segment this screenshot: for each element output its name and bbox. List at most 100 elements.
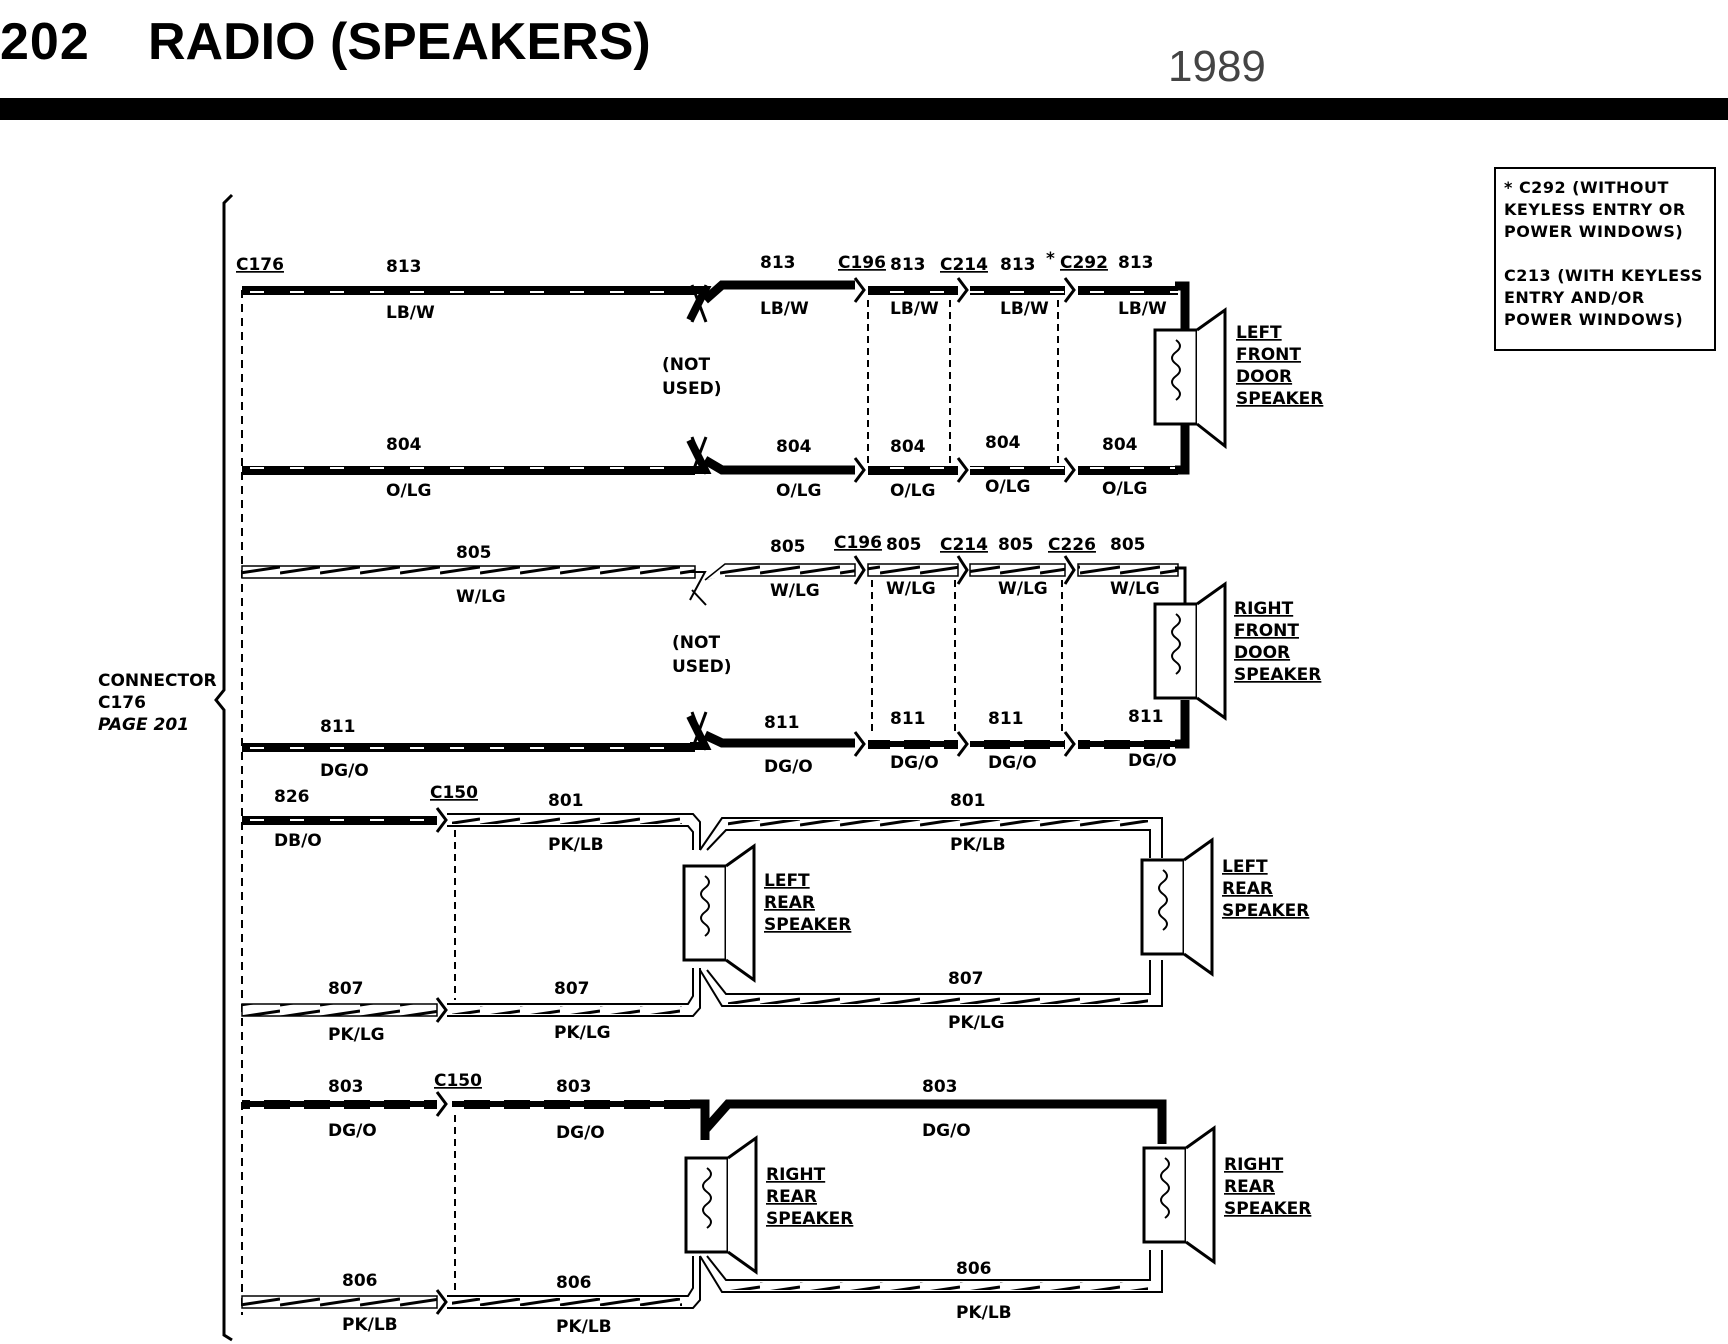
wire-lbw-label: LB/W — [760, 299, 809, 319]
wire-811-label: 811 — [764, 713, 800, 733]
c292-label: C292 — [1060, 253, 1108, 273]
wire-pklb-label: PK/LB — [342, 1315, 398, 1335]
c176-label: C176 — [236, 255, 284, 275]
wire-dgo-label: DG/O — [988, 753, 1037, 773]
wire-803-label: 803 — [556, 1077, 592, 1097]
speaker-label: SPEAKER — [1236, 389, 1323, 409]
right-rear-speaker-2-icon — [1142, 1125, 1216, 1265]
wire-dgo-label: DG/O — [922, 1121, 971, 1141]
wire-807-label: 807 — [328, 979, 364, 999]
page-number: 202 — [0, 13, 90, 71]
wire-pklg-label: PK/LG — [554, 1023, 611, 1043]
wire-801-label: 801 — [548, 791, 584, 811]
speaker-label: RIGHT — [766, 1165, 826, 1185]
wire-806-label: 806 — [956, 1259, 992, 1279]
wire-805-label: 805 — [886, 535, 922, 555]
wire-811-label: 811 — [890, 709, 926, 729]
speaker-label: SPEAKER — [1222, 901, 1309, 921]
wire-804-label: 804 — [776, 437, 812, 457]
wire-dgo-label: DG/O — [890, 753, 939, 773]
wire-803-label: 803 — [922, 1077, 958, 1097]
wire-805-label: 805 — [1110, 535, 1146, 555]
connector-bracket — [214, 193, 234, 1342]
speaker-label: REAR — [764, 893, 815, 913]
wire-804-label: 804 — [386, 435, 422, 455]
wire-813-label: 813 — [890, 255, 926, 275]
wire-olg-label: O/LG — [890, 481, 935, 501]
header-rule — [0, 98, 1728, 120]
speaker-label: SPEAKER — [1224, 1199, 1311, 1219]
speaker-label: REAR — [766, 1187, 817, 1207]
speaker-label: DOOR — [1236, 367, 1292, 387]
wire-805-label: 805 — [998, 535, 1034, 555]
wire-lbw-label: LB/W — [1000, 299, 1049, 319]
wire-806-label: 806 — [342, 1271, 378, 1291]
wire-806-label: 806 — [556, 1273, 592, 1293]
c292-star: * — [1046, 249, 1055, 269]
c214-label: C214 — [940, 255, 988, 275]
wire-pklb-label: PK/LB — [956, 1303, 1012, 1323]
wire-pklb-label: PK/LB — [548, 835, 604, 855]
speaker-label: LEFT — [1222, 857, 1268, 877]
wire-813-label: 813 — [760, 253, 796, 273]
c150-label: C150 — [430, 783, 478, 803]
left-rear-speaker-2-icon — [1140, 837, 1214, 977]
wire-pklb-label: PK/LB — [556, 1317, 612, 1337]
not-used-label: USED) — [672, 657, 732, 677]
c196-label: C196 — [838, 253, 886, 273]
wire-wlg-label: W/LG — [456, 587, 506, 607]
wire-olg-label: O/LG — [1102, 479, 1147, 499]
wire-dgo-label: DG/O — [764, 757, 813, 777]
wire-olg-label: O/LG — [386, 481, 431, 501]
c226-label: C226 — [1048, 535, 1096, 555]
speaker-label: SPEAKER — [1234, 665, 1321, 685]
wire-dgo-label: DG/O — [1128, 751, 1177, 771]
left-rear-speaker-icon — [682, 843, 756, 983]
wire-804-label: 804 — [985, 433, 1021, 453]
note-c213: C213 (WITH KEYLESS ENTRY AND/OR POWER WI… — [1504, 266, 1703, 329]
speaker-label: REAR — [1224, 1177, 1275, 1197]
wire-pklg-label: PK/LG — [948, 1013, 1005, 1033]
connector-note-box: * C292 (WITHOUT KEYLESS ENTRY OR POWER W… — [1494, 167, 1716, 351]
wire-dbo-label: DB/O — [274, 831, 322, 851]
connector-id: C176 — [98, 693, 146, 713]
wire-805-label: 805 — [770, 537, 806, 557]
wire-811-label: 811 — [988, 709, 1024, 729]
right-front-circuit — [241, 555, 1190, 757]
right-front-door-speaker-icon — [1153, 581, 1227, 721]
wire-805-label: 805 — [456, 543, 492, 563]
wire-801-label: 801 — [950, 791, 986, 811]
speaker-label: RIGHT — [1234, 599, 1294, 619]
wire-813-label: 813 — [1118, 253, 1154, 273]
wire-lbw-label: LB/W — [1118, 299, 1167, 319]
wire-807-label: 807 — [948, 969, 984, 989]
right-rear-circuit — [241, 1091, 1167, 1315]
wire-dgo-label: DG/O — [328, 1121, 377, 1141]
wire-olg-label: O/LG — [985, 477, 1030, 497]
speaker-label: SPEAKER — [764, 915, 851, 935]
wire-803-label: 803 — [328, 1077, 364, 1097]
left-front-door-speaker-icon — [1153, 307, 1227, 450]
speaker-label: REAR — [1222, 879, 1273, 899]
wire-wlg-label: W/LG — [770, 581, 820, 601]
not-used-label: (NOT — [662, 355, 710, 375]
speaker-label: LEFT — [1236, 323, 1282, 343]
connector-page-ref: PAGE 201 — [98, 715, 189, 735]
c214-label: C214 — [940, 535, 988, 555]
c196-label: C196 — [834, 533, 882, 553]
model-year: 1989 — [1168, 42, 1266, 91]
wire-lbw-label: LB/W — [386, 303, 435, 323]
note-c292: * C292 (WITHOUT KEYLESS ENTRY OR POWER W… — [1504, 178, 1686, 241]
wire-pklb-label: PK/LB — [950, 835, 1006, 855]
speaker-label: DOOR — [1234, 643, 1290, 663]
c150-label: C150 — [434, 1071, 482, 1091]
wire-wlg-label: W/LG — [1110, 579, 1160, 599]
wire-lbw-label: LB/W — [890, 299, 939, 319]
wire-804-label: 804 — [890, 437, 926, 457]
wire-811-label: 811 — [1128, 707, 1164, 727]
wire-813-label: 813 — [386, 257, 422, 277]
left-rear-circuit — [241, 807, 1163, 1023]
speaker-label: RIGHT — [1224, 1155, 1284, 1175]
wire-dgo-label: DG/O — [556, 1123, 605, 1143]
